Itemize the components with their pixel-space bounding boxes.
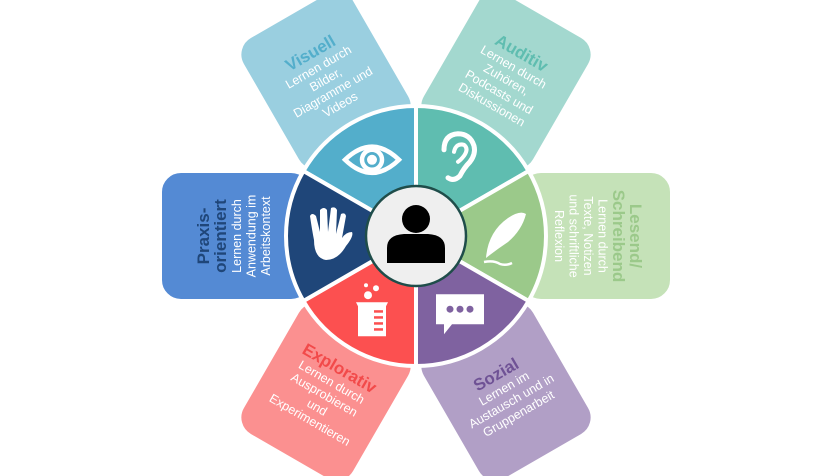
- ear-icon: [441, 131, 477, 182]
- segment-description-line: Arbeitskontext: [259, 196, 273, 276]
- segment-title: Praxis-: [194, 208, 213, 265]
- segment-description-line: Texte, Notizen: [581, 196, 595, 275]
- segment-title: orientiert: [211, 199, 230, 273]
- segment-description-line: Reflexion: [552, 210, 566, 262]
- chat-bubble-icon: [436, 294, 484, 335]
- segment-description-line: Lernen durch: [596, 199, 610, 273]
- hand-icon: [310, 207, 353, 260]
- segment-description-line: Lernen durch: [230, 199, 244, 273]
- beaker-icon: [356, 283, 388, 337]
- segment-description-line: Anwendung im: [244, 195, 258, 278]
- feather-icon: [483, 212, 526, 267]
- center-circle: [364, 184, 468, 288]
- segment-description-line: und schriftliche: [567, 194, 581, 277]
- eye-icon: [341, 144, 403, 175]
- person-icon: [387, 205, 445, 263]
- segment-title: Lesend/: [626, 204, 645, 269]
- segment-title: Schreibend: [609, 190, 628, 283]
